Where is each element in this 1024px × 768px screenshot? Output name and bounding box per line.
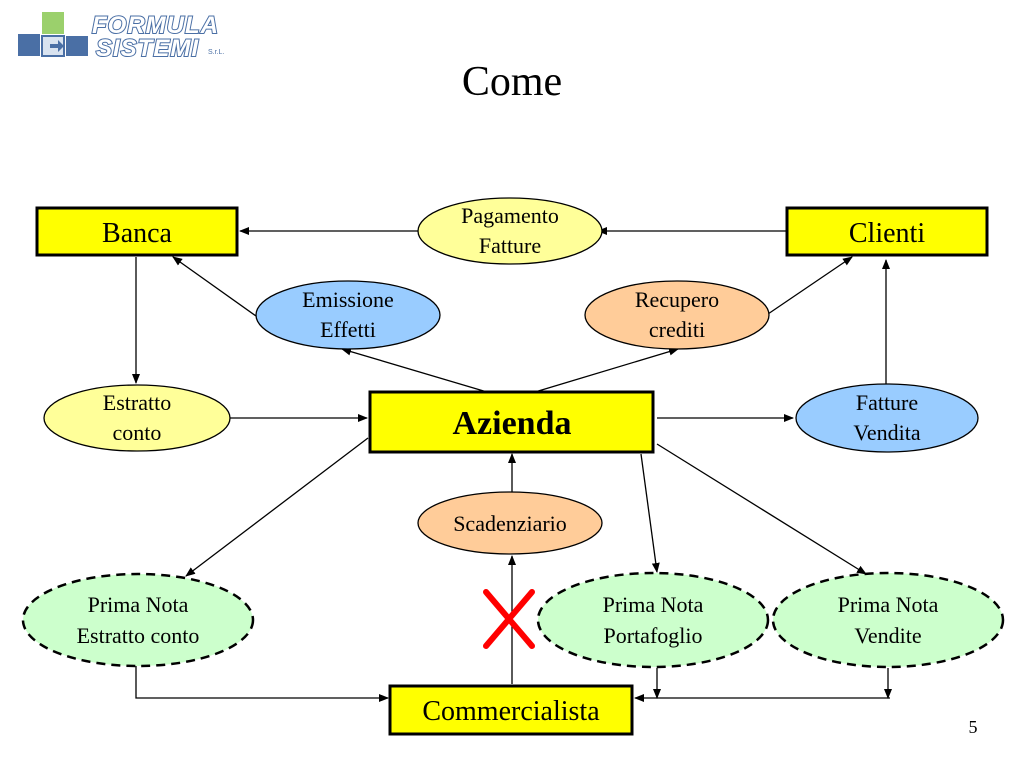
node-prima-nota-estratto-conto-shape: [21, 572, 255, 668]
arrow-azienda-to-primanota-vendite: [656, 443, 867, 575]
node-prima-nota-vendite-line1: Prima Nota: [838, 592, 939, 617]
node-recupero-crediti: Recupero crediti: [584, 280, 770, 350]
logo-line2: SISTEMI: [96, 35, 199, 62]
line-azienda-to-recupero: [534, 347, 679, 393]
node-prima-nota-estratto-conto-line2: Estratto conto: [77, 623, 200, 648]
node-emissione-effetti: Emissione Effetti: [255, 280, 441, 350]
node-fatture-vendita-shape: [795, 383, 979, 453]
company-logo: FORMULA SISTEMI S.r.L.: [18, 11, 224, 63]
node-prima-nota-portafoglio-line1: Prima Nota: [603, 592, 704, 617]
node-pagamento-fatture-line2: Fatture: [479, 233, 541, 258]
node-estratto-conto-shape: [43, 384, 231, 452]
node-prima-nota-estratto-conto: Prima Nota Estratto conto: [21, 572, 255, 668]
node-scadenziario-shape: [417, 491, 603, 555]
node-estratto-conto: Estratto conto: [43, 384, 231, 452]
node-clienti-label: Clienti: [849, 218, 925, 249]
node-pagamento-fatture-line1: Pagamento: [461, 203, 559, 228]
node-pagamento-fatture-shape: [417, 197, 603, 265]
node-scadenziario-label: Scadenziario: [453, 511, 567, 536]
logo-square-blue: [66, 36, 88, 56]
node-clienti-box: [785, 206, 989, 257]
node-azienda: Azienda: [368, 390, 655, 454]
line-azienda-to-emissione: [341, 347, 488, 393]
node-banca: Banca: [35, 206, 239, 257]
node-prima-nota-estratto-conto-line1: Prima Nota: [88, 592, 189, 617]
logo-suffix: S.r.L.: [208, 49, 224, 56]
red-cross-icon: [483, 589, 535, 649]
node-commercialista-box: [388, 684, 634, 736]
node-clienti: Clienti: [785, 206, 989, 257]
node-banca-box: [35, 206, 239, 257]
logo-arrow-icon: [50, 40, 64, 52]
node-fatture-vendita-line2: Vendita: [853, 420, 920, 445]
arrow-azienda-to-primanota-ec: [185, 437, 369, 577]
node-prima-nota-vendite-shape: [771, 571, 1005, 669]
node-prima-nota-portafoglio-shape: [536, 571, 770, 669]
logo-square-dark: [18, 34, 40, 56]
node-prima-nota-portafoglio: Prima Nota Portafoglio: [536, 571, 770, 669]
node-recupero-crediti-shape: [584, 280, 770, 350]
slide-title: Come: [462, 59, 562, 105]
line-emissione-to-banca: [172, 256, 257, 317]
node-estratto-conto-line2: conto: [113, 420, 162, 445]
node-azienda-label: Azienda: [453, 405, 572, 442]
node-prima-nota-portafoglio-line2: Portafoglio: [604, 623, 703, 648]
node-estratto-conto-line1: Estratto: [103, 390, 171, 415]
node-commercialista-label: Commercialista: [422, 696, 600, 727]
page-number: 5: [969, 717, 978, 737]
node-pagamento-fatture: Pagamento Fatture: [417, 197, 603, 265]
node-emissione-effetti-line2: Effetti: [320, 317, 376, 342]
node-prima-nota-vendite-line2: Vendite: [854, 623, 921, 648]
line-recupero-to-clienti: [767, 256, 853, 315]
arrow-primanota-ec-to-commercialista: [135, 666, 389, 702]
node-recupero-crediti-line2: crediti: [649, 317, 705, 342]
node-azienda-box: [368, 390, 655, 454]
node-recupero-crediti-line1: Recupero: [635, 287, 719, 312]
logo-line1: FORMULA: [92, 12, 219, 39]
node-banca-label: Banca: [102, 218, 173, 249]
node-scadenziario: Scadenziario: [417, 491, 603, 555]
node-commercialista: Commercialista: [388, 684, 634, 736]
node-prima-nota-vendite: Prima Nota Vendite: [771, 571, 1005, 669]
logo-square-green: [42, 12, 64, 34]
node-fatture-vendita: Fatture Vendita: [795, 383, 979, 453]
arrow-azienda-to-primanota-portafoglio: [640, 453, 660, 573]
node-fatture-vendita-line1: Fatture: [856, 390, 918, 415]
node-emissione-effetti-line1: Emissione: [302, 287, 394, 312]
node-emissione-effetti-shape: [255, 280, 441, 350]
